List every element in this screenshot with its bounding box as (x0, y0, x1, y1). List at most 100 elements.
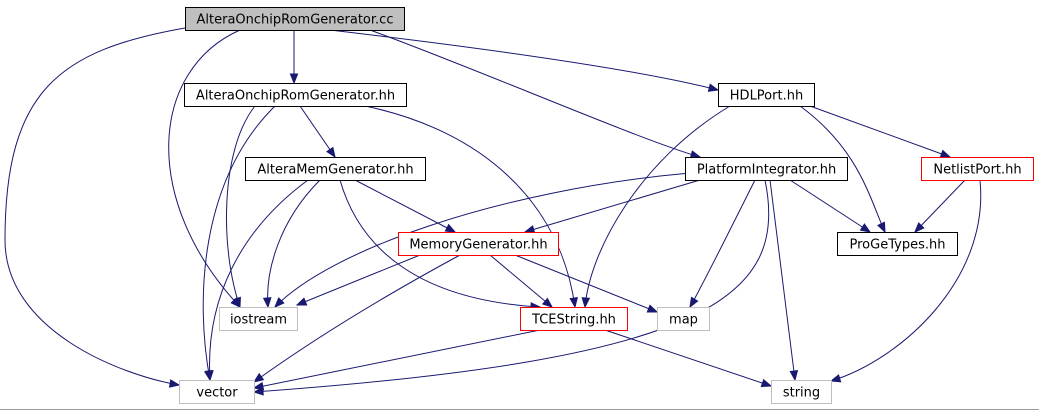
edge-arrowhead (252, 381, 265, 391)
node-amg[interactable]: AlteraMemGenerator.hh (245, 157, 426, 181)
node-netlistport[interactable]: NetlistPort.hh (921, 157, 1034, 181)
edge-arrowhead (914, 222, 925, 233)
edge-line (489, 254, 553, 308)
node-box (771, 380, 832, 404)
edge-arrowhead (232, 296, 241, 309)
node-map[interactable]: map (657, 307, 710, 331)
edge-memgen-to-map (514, 254, 659, 313)
edge-line (524, 179, 701, 233)
node-label: map (669, 313, 698, 328)
edge-arrowhead (760, 378, 773, 388)
edge-line (914, 179, 966, 233)
edge-line (329, 29, 719, 91)
node-label: string (783, 386, 820, 401)
edge-arrowhead (444, 223, 457, 233)
edge-aorg_hh-to-tcestring (364, 105, 578, 309)
edge-pi-to-progetypes (789, 179, 872, 233)
edge-line (4, 27, 186, 386)
edge-arrowhead (252, 372, 265, 383)
node-label: vector (196, 386, 238, 401)
edge-root-to-vector (4, 27, 186, 388)
edge-arrowhead (541, 297, 554, 308)
edge-line (809, 105, 951, 158)
node-tcestring[interactable]: TCEString.hh (520, 307, 628, 331)
edge-line (209, 179, 309, 381)
node-box (398, 232, 559, 256)
edge-arrowhead (877, 221, 886, 234)
edge-line (830, 179, 982, 382)
edge-memgen-to-iostream (295, 254, 421, 306)
edge-amg-to-vector (205, 179, 309, 382)
node-label: PlatformIntegrator.hh (697, 163, 836, 178)
edge-arrowhead (295, 297, 308, 306)
edge-tcestring-to-string (604, 329, 773, 388)
node-label: ProGeTypes.hh (850, 238, 946, 253)
node-label: iostream (230, 313, 287, 328)
edge-arrowhead (707, 83, 720, 92)
edge-arrowhead (646, 304, 659, 313)
edge-netlistport-to-progetypes (914, 179, 966, 233)
node-label: AlteraMemGenerator.hh (257, 163, 413, 178)
node-progetypes[interactable]: ProGeTypes.hh (837, 232, 958, 256)
edge-pi-to-iostream (274, 172, 691, 308)
edge-line (226, 105, 256, 308)
node-label: AlteraOnchipRomGenerator.hh (196, 89, 395, 104)
edge-pi-to-memgen (523, 179, 701, 234)
node-box (184, 83, 407, 107)
edge-arrowhead (689, 296, 699, 309)
edge-arrowhead (829, 374, 842, 383)
edge-line (296, 254, 421, 306)
node-iostream[interactable]: iostream (219, 307, 298, 331)
edge-line (354, 179, 456, 233)
edge-netlistport-to-string (829, 179, 982, 383)
edges-layer (4, 27, 982, 396)
node-label: TCEString.hh (531, 313, 616, 328)
edge-line (689, 179, 756, 308)
node-box (179, 380, 255, 404)
edge-memgen-to-tcestring (489, 254, 554, 308)
node-pi[interactable]: PlatformIntegrator.hh (685, 157, 848, 181)
node-string[interactable]: string (771, 380, 832, 404)
node-label: MemoryGenerator.hh (409, 238, 547, 253)
edge-pi-to-string (769, 179, 799, 382)
edge-line (789, 179, 871, 233)
node-box (520, 307, 628, 331)
edge-hdlport-to-tcestring (581, 105, 731, 309)
node-box (921, 157, 1034, 181)
edge-line (274, 172, 691, 308)
node-box (718, 83, 815, 107)
node-memgen[interactable]: MemoryGenerator.hh (398, 232, 559, 256)
edge-arrowhead (289, 73, 299, 85)
node-root: AlteraOnchipRomGenerator.cc (185, 7, 405, 31)
edge-arrowhead (581, 297, 591, 309)
edge-amg-to-iostream (262, 179, 321, 309)
edge-arrowhead (205, 370, 214, 382)
edge-line (604, 329, 772, 387)
edge-arrowhead (789, 370, 799, 382)
edge-line (339, 179, 541, 308)
node-box (219, 307, 298, 331)
edge-pi-to-vector (252, 179, 770, 396)
node-box (685, 157, 848, 181)
edge-line (267, 179, 321, 308)
edge-line (364, 105, 576, 308)
edge-arrowhead (859, 223, 872, 233)
edge-hdlport-to-netlistport (809, 105, 952, 158)
node-box (837, 232, 958, 256)
node-box (245, 157, 426, 181)
edge-root-to-hdlport (329, 29, 720, 92)
edge-hdlport-to-progetypes (799, 105, 886, 234)
edge-line (253, 179, 770, 393)
edge-root-to-pi (369, 29, 702, 159)
node-hdlport[interactable]: HDLPort.hh (718, 83, 815, 107)
edge-arrowhead (569, 296, 578, 309)
node-label: AlteraOnchipRomGenerator.cc (197, 13, 394, 28)
node-vector[interactable]: vector (179, 380, 255, 404)
edge-line (253, 254, 461, 383)
edge-line (253, 329, 541, 389)
edge-amg-to-memgen (354, 179, 457, 233)
nodes-layer: AlteraOnchipRomGenerator.ccAlteraOnchipR… (179, 7, 1034, 404)
bottom-divider (0, 409, 1039, 410)
node-aorg_hh[interactable]: AlteraOnchipRomGenerator.hh (184, 83, 407, 107)
